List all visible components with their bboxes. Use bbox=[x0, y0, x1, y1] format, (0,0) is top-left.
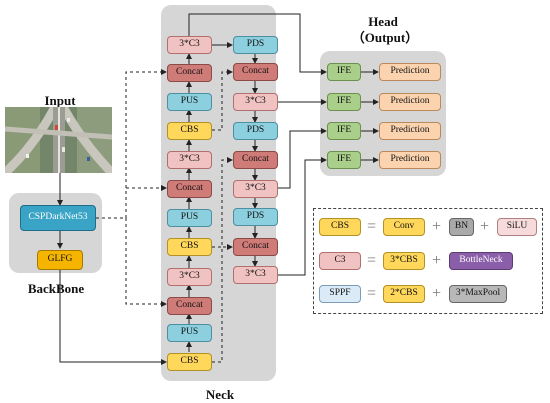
legend-plus-3: + bbox=[432, 252, 442, 269]
neck-right-concat-3: Concat bbox=[233, 238, 278, 256]
neck-left-pus-3: PUS bbox=[167, 324, 212, 342]
neck-left-cbs-2: CBS bbox=[167, 238, 212, 256]
legend-sppf-name: SPPF bbox=[319, 285, 361, 303]
prediction-block-1: Prediction bbox=[379, 63, 441, 81]
legend-c3-name: C3 bbox=[319, 252, 361, 270]
neck-right-concat-1: Concat bbox=[233, 63, 278, 81]
aerial-road-illustration bbox=[5, 107, 112, 173]
legend-maxpool: 3*MaxPool bbox=[449, 285, 507, 303]
head-label: Head bbox=[368, 14, 398, 29]
legend-equals-3: = bbox=[367, 285, 377, 302]
neck-left-cbs-3: CBS bbox=[167, 353, 212, 371]
neck-left-3c3-top: 3*C3 bbox=[167, 36, 212, 54]
prediction-block-2: Prediction bbox=[379, 93, 441, 111]
neck-left-pus-1: PUS bbox=[167, 93, 212, 111]
legend-plus-4: + bbox=[432, 285, 442, 302]
neck-left-concat-1: Concat bbox=[167, 64, 212, 82]
legend-conv: Conv bbox=[383, 218, 425, 236]
neck-left-concat-2: Concat bbox=[167, 180, 212, 198]
legend-equals-2: = bbox=[367, 252, 377, 269]
cspdarknet53-block: CSPDarkNet53 bbox=[20, 205, 96, 231]
neck-left-3c3-low: 3*C3 bbox=[167, 268, 212, 286]
legend-bn: BN bbox=[449, 218, 474, 236]
head-output-label: （Output） bbox=[351, 30, 419, 45]
neck-right-pds-2: PDS bbox=[233, 122, 278, 140]
ife-block-1: IFE bbox=[327, 63, 361, 81]
legend-cbs-name: CBS bbox=[319, 218, 361, 236]
neck-right-3c3-2: 3*C3 bbox=[233, 180, 278, 198]
neck-right-3c3-1: 3*C3 bbox=[233, 93, 278, 111]
legend-bottleneck: BottleNeck bbox=[449, 252, 513, 270]
legend-equals-1: = bbox=[367, 218, 377, 235]
ife-block-3: IFE bbox=[327, 122, 361, 140]
neck-left-3c3-mid: 3*C3 bbox=[167, 151, 212, 169]
ife-block-2: IFE bbox=[327, 93, 361, 111]
legend-3cbs: 3*CBS bbox=[383, 252, 425, 270]
neck-label: Neck bbox=[205, 387, 235, 402]
legend-2cbs: 2*CBS bbox=[383, 285, 425, 303]
input-label: Input bbox=[44, 93, 76, 108]
neck-right-3c3-3: 3*C3 bbox=[233, 266, 278, 284]
neck-left-pus-2: PUS bbox=[167, 209, 212, 227]
legend-plus-1: + bbox=[432, 218, 442, 235]
legend-panel bbox=[313, 208, 543, 314]
ife-block-4: IFE bbox=[327, 151, 361, 169]
input-aerial-image bbox=[5, 107, 112, 173]
legend-plus-2: + bbox=[480, 218, 490, 235]
prediction-block-4: Prediction bbox=[379, 151, 441, 169]
neck-right-pds-3: PDS bbox=[233, 208, 278, 226]
glfg-block: GLFG bbox=[37, 250, 83, 270]
prediction-block-3: Prediction bbox=[379, 122, 441, 140]
legend-silu: SiLU bbox=[497, 218, 537, 236]
neck-left-concat-3: Concat bbox=[167, 297, 212, 315]
neck-left-cbs-1: CBS bbox=[167, 122, 212, 140]
backbone-label: BackBone bbox=[27, 281, 85, 296]
neck-right-pds-1: PDS bbox=[233, 36, 278, 54]
neck-right-concat-2: Concat bbox=[233, 151, 278, 169]
